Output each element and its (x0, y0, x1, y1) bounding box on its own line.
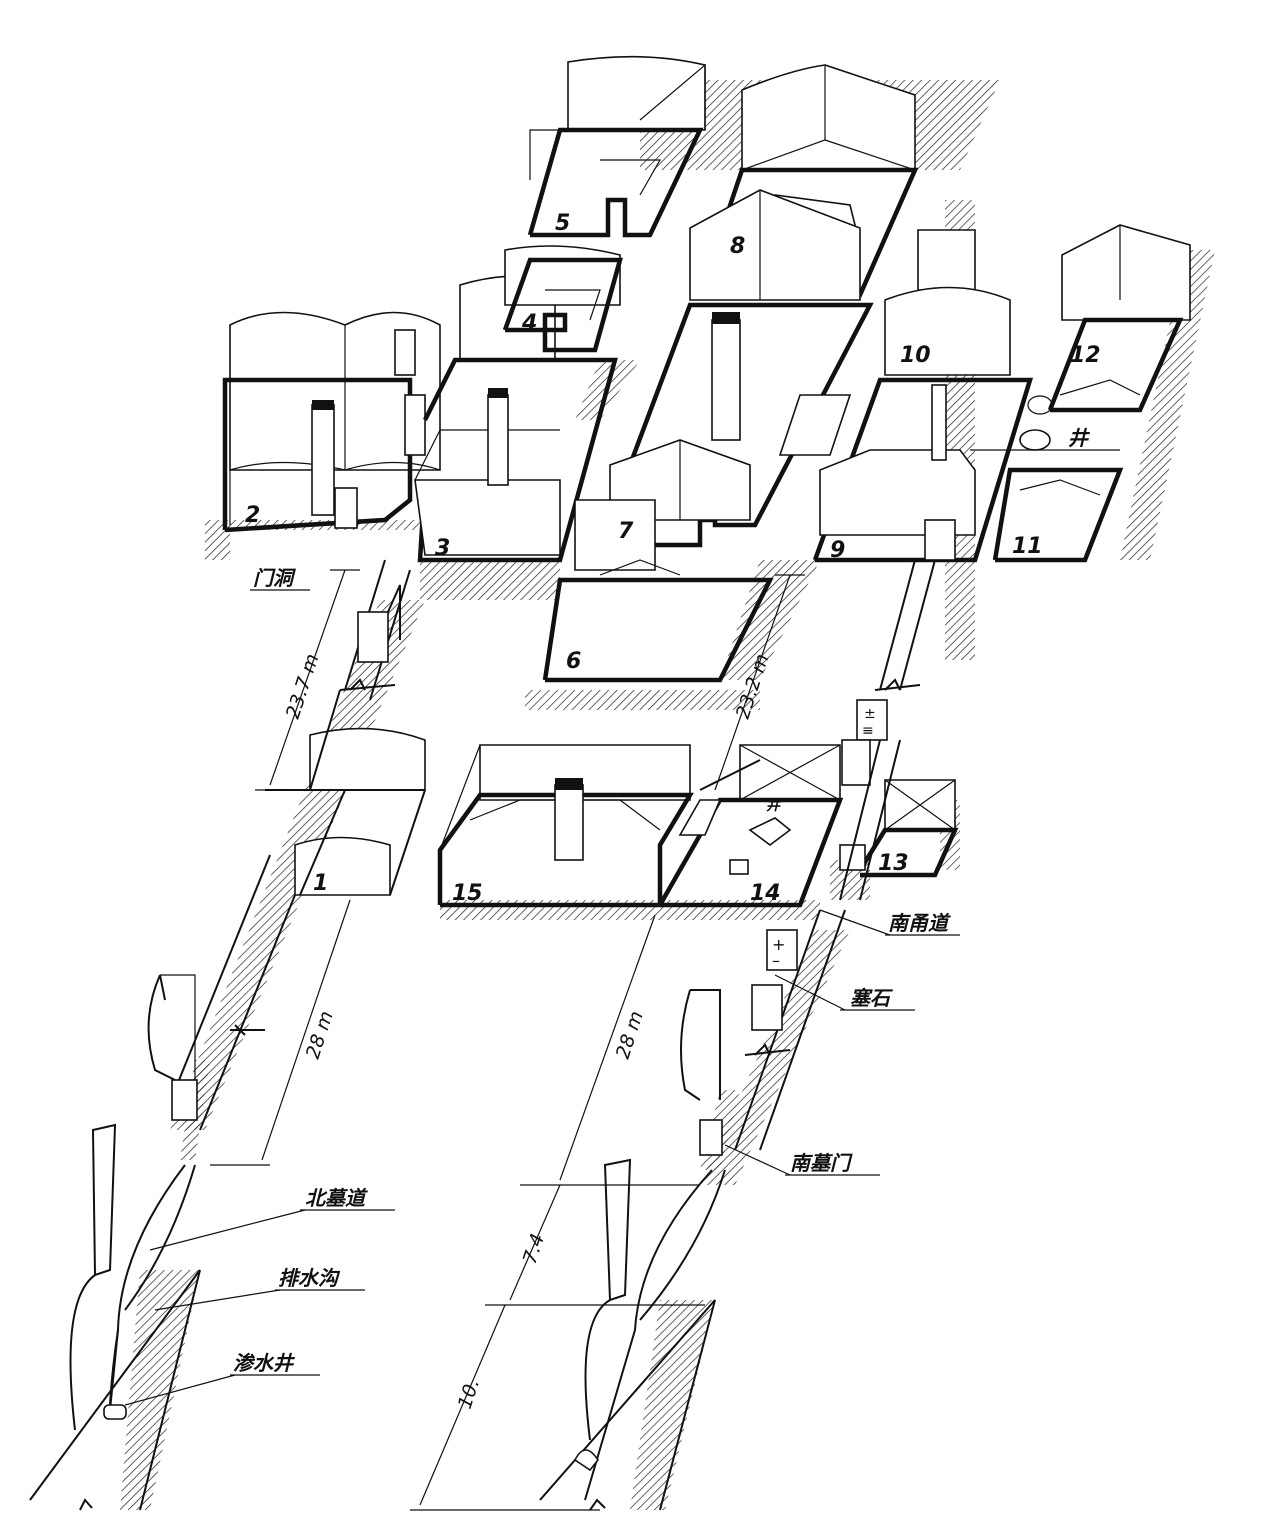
room-6 (542, 499, 774, 683)
room-label-11: 11 (1012, 534, 1043, 559)
room-1 (265, 689, 426, 896)
room-label-15: 15 (452, 881, 483, 906)
room-label-10: 10 (900, 343, 931, 368)
room-label-14: 14 (750, 881, 781, 906)
label-jing-upper: 井 (1068, 426, 1091, 450)
room-label-12: 12 (1070, 343, 1101, 368)
room-label-4: 4 (521, 311, 537, 336)
label-men-dong: 门洞 (253, 566, 296, 590)
label-nan-yong-dao: 南甬道 (888, 911, 951, 935)
room-5 (527, 55, 706, 238)
svg-text:±: ± (864, 706, 876, 722)
stone-marks: ± ≡ + – (772, 706, 876, 970)
room-12 (1047, 224, 1191, 413)
north-corridor-lower (29, 854, 296, 1511)
room-9 (778, 286, 1034, 563)
south-corridor (539, 559, 936, 1511)
label-nan-mu-men: 南墓门 (790, 1151, 853, 1175)
label-sai-shi: 塞石 (850, 986, 894, 1010)
dim-south-lower: 28 m (612, 1008, 648, 1061)
room-label-8: 8 (730, 234, 745, 259)
dimension-lines (210, 569, 805, 1511)
leader-lines (124, 449, 1120, 1406)
north-corridor-upper (339, 559, 411, 701)
svg-text:≡: ≡ (862, 723, 874, 739)
room-numbers: 1 2 3 4 5 6 7 8 9 10 11 12 13 14 15 (245, 211, 1101, 906)
room-14 (658, 744, 844, 908)
room-label-7: 7 (618, 519, 634, 544)
label-bei-mu-dao: 北墓道 (305, 1186, 368, 1210)
room-label-6: 6 (566, 649, 581, 674)
text-labels: 门洞 井 井 南甬道 塞石 南墓门 北墓道 排水沟 渗水井 (233, 426, 1091, 1375)
dim-north-upper: 23.7 m (282, 651, 324, 721)
room-4 (502, 245, 623, 353)
room-7 (597, 189, 874, 548)
dim-north-lower: 28 m (302, 1008, 338, 1061)
room-label-3: 3 (435, 536, 450, 561)
room-label-13: 13 (878, 851, 909, 876)
svg-text:–: – (772, 951, 780, 970)
room-label-2: 2 (245, 503, 260, 528)
label-shen-shui-jing: 渗水井 (233, 1351, 296, 1375)
dim-south-ramp-a: 7.4 (519, 1231, 549, 1267)
room-label-5: 5 (555, 211, 570, 236)
room-label-9: 9 (830, 538, 845, 563)
svg-text:+: + (772, 935, 785, 954)
room-label-1: 1 (313, 871, 328, 896)
label-jing-lower: 井 (766, 798, 782, 814)
label-pai-shui-gou: 排水沟 (278, 1266, 341, 1290)
dim-south-ramp-b: 10. (454, 1376, 484, 1412)
room-2 (222, 311, 441, 533)
